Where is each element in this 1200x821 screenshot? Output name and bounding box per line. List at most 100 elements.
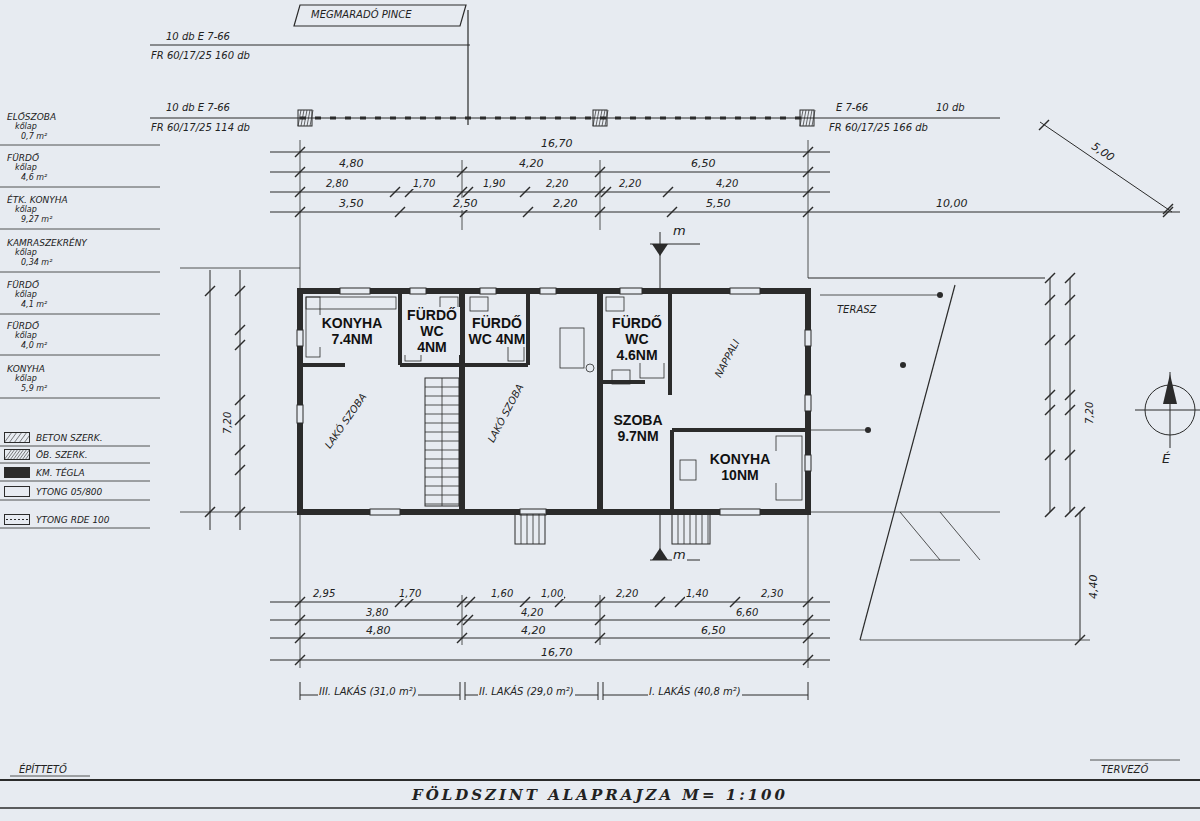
terrace-outline	[808, 512, 1000, 513]
apartment-bracket	[808, 682, 809, 700]
drawing-label: 9,27 m²	[20, 216, 53, 225]
dimension-tick	[235, 286, 245, 296]
drawing-label: 4,20	[520, 625, 547, 637]
window-symbol	[805, 395, 811, 411]
drawing-label: TERVEZŐ	[1100, 764, 1149, 775]
partition-wall	[672, 428, 808, 432]
window-symbol	[480, 288, 496, 294]
support-hatch	[599, 110, 602, 126]
drawing-label: III. LAKÁS (31,0 m²)	[318, 686, 418, 697]
section-arrow	[652, 244, 668, 256]
drawing-label: 2,95	[312, 588, 336, 599]
beam-row	[300, 117, 808, 120]
dimension-tick	[1045, 507, 1055, 517]
legend-hatch	[4, 432, 12, 443]
drawing-title: FÖLDSZINT ALAPRAJZA M= 1:100	[408, 786, 792, 804]
list-rule	[0, 187, 160, 188]
drawing-label: m	[672, 224, 687, 238]
stair-step	[527, 514, 528, 544]
dimension-tick	[235, 340, 245, 350]
apartment-bracket	[603, 682, 604, 700]
legend-row: ÖB. SZERK.	[4, 449, 88, 460]
drawing-label: 1,00	[540, 588, 564, 599]
legend-text: BETON SZERK.	[36, 433, 103, 443]
support-hatch	[298, 110, 301, 126]
legend-text: YTONG 05/800	[36, 487, 102, 497]
frame-line	[1090, 760, 1180, 761]
extension-line	[600, 160, 601, 230]
drawing-label: FÜRDŐ	[6, 154, 40, 164]
dimension-line	[270, 660, 830, 661]
legend-sample-box	[5, 515, 30, 525]
drawing-label: E 7-66	[835, 102, 869, 113]
list-rule	[0, 314, 160, 315]
list-rule	[0, 145, 160, 146]
dimension-tick	[520, 187, 530, 197]
extension-line	[808, 512, 809, 668]
drawing-label: 3,50	[338, 198, 365, 210]
drawing-label: 6,50	[700, 625, 727, 637]
outer-wall	[300, 291, 808, 512]
support-hatch	[605, 110, 608, 126]
beam-line	[150, 118, 1000, 119]
extension-line	[180, 268, 300, 269]
drawing-label: 16,70	[540, 647, 574, 659]
drawing-label: 7,20	[1084, 401, 1095, 425]
furniture	[306, 297, 396, 309]
drawing-label: 10,00	[935, 198, 969, 210]
drawing-label: KONYHA	[6, 365, 46, 375]
dimension-line	[1040, 122, 1172, 212]
partition-wall	[300, 363, 345, 367]
drawing-label: 4,0 m²	[20, 342, 48, 351]
dimension-line	[270, 620, 830, 621]
apartment-bracket	[598, 682, 599, 700]
window-symbol	[340, 288, 370, 294]
support-hatch	[602, 110, 605, 126]
stair-direction	[442, 378, 443, 506]
dimension-tick	[1065, 273, 1075, 283]
staircase	[425, 378, 459, 506]
dimension-tick	[663, 187, 673, 197]
dimension-tick	[235, 395, 245, 405]
dimension-line	[270, 602, 830, 603]
legend-hatch	[14, 432, 22, 443]
list-rule	[0, 528, 150, 529]
drawing-label: 16,70	[540, 138, 574, 150]
dimension-tick	[1065, 450, 1075, 460]
legend-sample	[4, 449, 30, 460]
drawing-label: 1,90	[482, 178, 506, 189]
dimension-tick	[1065, 405, 1075, 415]
drawing-label: MEGMARADÓ PINCE	[310, 9, 412, 20]
support-block	[298, 110, 312, 126]
drawing-label: 4,20	[715, 178, 739, 189]
drawing-label: LAKÓ SZOBA	[485, 381, 526, 445]
dimension-tick	[523, 207, 533, 217]
drawing-label: 10 db E 7-66	[165, 102, 231, 113]
drawing-label: 5,50	[705, 198, 732, 210]
drawing-label: kőlap	[14, 332, 38, 341]
legend-sample-box	[5, 450, 30, 460]
north-arrow	[1163, 374, 1177, 404]
dimension-tick	[235, 325, 245, 335]
dimension-tick	[1045, 405, 1055, 415]
dimension-tick	[1163, 204, 1173, 214]
drawing-label: 4,20	[520, 607, 544, 618]
dimension-line	[270, 638, 830, 639]
legend-sample	[4, 514, 30, 525]
title-bar: FÖLDSZINT ALAPRAJZA M= 1:100	[0, 785, 1200, 804]
dimension-tick	[655, 597, 665, 607]
drawing-label: II. LAKÁS (29,0 m²)	[478, 686, 575, 697]
drawing-label: 4,6 m²	[20, 174, 48, 183]
dimension-tick	[205, 286, 215, 296]
support-hatch	[304, 110, 307, 126]
beam-line	[150, 45, 470, 46]
room-area: FÜRDŐ WC 4NM	[468, 300, 526, 362]
drawing-label: 2,20	[552, 198, 579, 210]
dimension-tick	[1065, 507, 1075, 517]
room-label: FÜRDŐ WC 4NM	[404, 307, 460, 355]
support-block	[800, 110, 814, 126]
drawing-label: FÜRDŐ	[6, 322, 40, 332]
furniture	[612, 370, 630, 384]
drawing-label: 3,80	[365, 607, 389, 618]
list-rule	[0, 463, 150, 464]
